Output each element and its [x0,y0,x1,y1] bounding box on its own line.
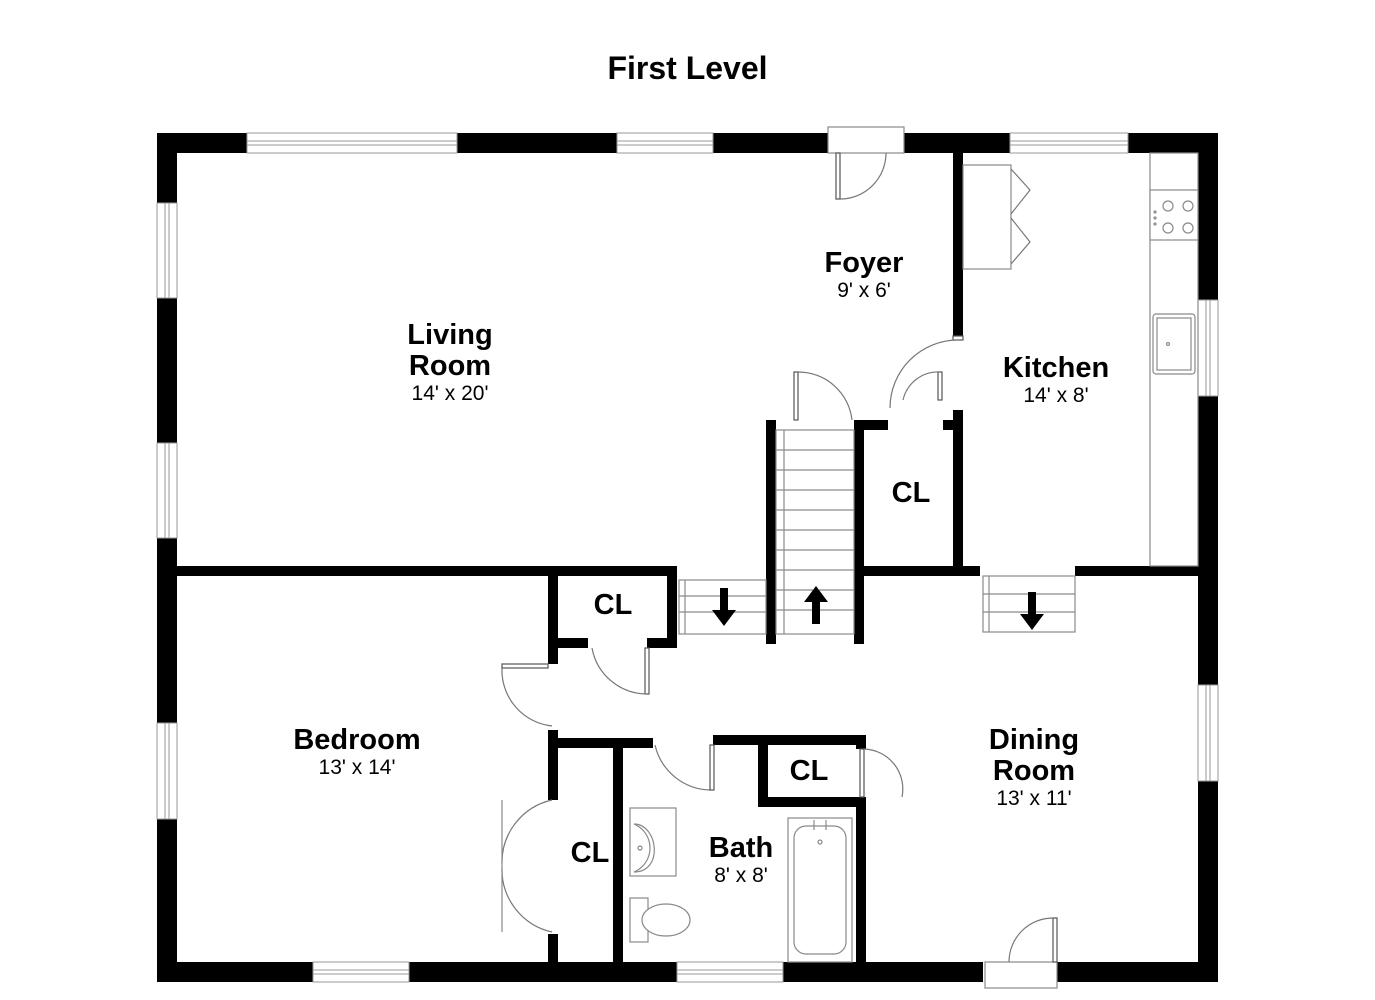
room-label-kitchen: Kitchen 14' x 8' [1003,352,1109,407]
stove-icon [1149,189,1199,241]
room-label-living: Living Room 14' x 20' [407,319,492,405]
room-name: Dining [989,724,1079,756]
windows [156,132,1219,983]
bathtub-icon [787,817,853,963]
room-dimensions: 13' x 14' [319,756,396,779]
closet-label-dining: CL [790,755,829,787]
interior-doors [501,164,1031,933]
back-door [983,917,1058,989]
staircase [678,429,1076,635]
room-name: Kitchen [1003,352,1109,384]
room-label-bath: Bath 8' x 8' [709,832,773,887]
room-dimensions: 8' x 8' [714,864,768,887]
bath-sink-icon [629,807,677,877]
room-label-bedroom: Bedroom 13' x 14' [293,724,420,779]
sink-icon [1152,313,1196,375]
room-name: Room [993,755,1075,787]
exterior-walls [157,133,1218,982]
plan-title: First Level [607,50,768,86]
arrow-up-icon [804,586,828,624]
room-label-dining: Dining Room 13' x 11' [989,724,1079,810]
interior-walls [157,153,1215,964]
closet-label-hall: CL [594,589,633,621]
room-dimensions: 13' x 11' [996,787,1071,810]
arrow-down-icon [712,588,1044,630]
room-name: Bedroom [293,724,420,756]
room-dimensions: 14' x 8' [1023,384,1088,407]
room-name: Bath [709,832,773,864]
front-door [827,126,905,200]
room-dimensions: 9' x 6' [837,279,891,302]
toilet-icon [629,897,691,943]
closet-label-bedroom: CL [571,837,610,869]
room-name: Room [409,350,491,382]
room-dimensions: 14' x 20' [412,382,489,405]
room-name: Living [407,319,492,351]
room-name: Foyer [825,247,904,279]
closet-label-foyer: CL [892,477,931,509]
room-label-foyer: Foyer 9' x 6' [825,247,904,302]
